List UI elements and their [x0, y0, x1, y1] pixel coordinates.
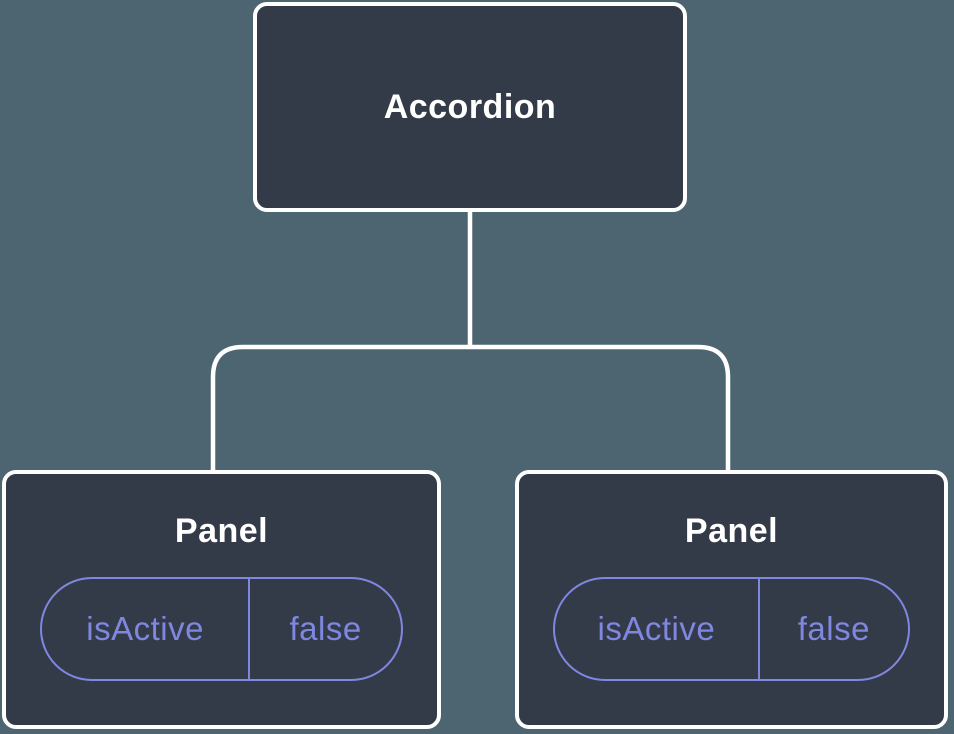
node-accordion: Accordion [253, 2, 687, 212]
state-value-cell: false [760, 579, 908, 679]
state-pill: isActive false [553, 577, 910, 681]
state-pill: isActive false [40, 577, 403, 681]
node-panel-right-label: Panel [684, 512, 779, 550]
node-panel-right: Panel isActive false [515, 470, 948, 729]
state-name-cell: isActive [42, 579, 251, 679]
state-name-cell: isActive [555, 579, 760, 679]
node-panel-left-label: Panel [174, 512, 269, 550]
state-name-label: isActive [597, 610, 716, 647]
node-accordion-label: Accordion [383, 87, 557, 126]
state-value-label: false [797, 610, 870, 647]
node-panel-left: Panel isActive false [2, 470, 441, 729]
state-value-cell: false [250, 579, 401, 679]
branch-bracket-connector [210, 344, 731, 472]
state-name-label: isActive [86, 610, 204, 647]
state-value-label: false [289, 610, 362, 647]
